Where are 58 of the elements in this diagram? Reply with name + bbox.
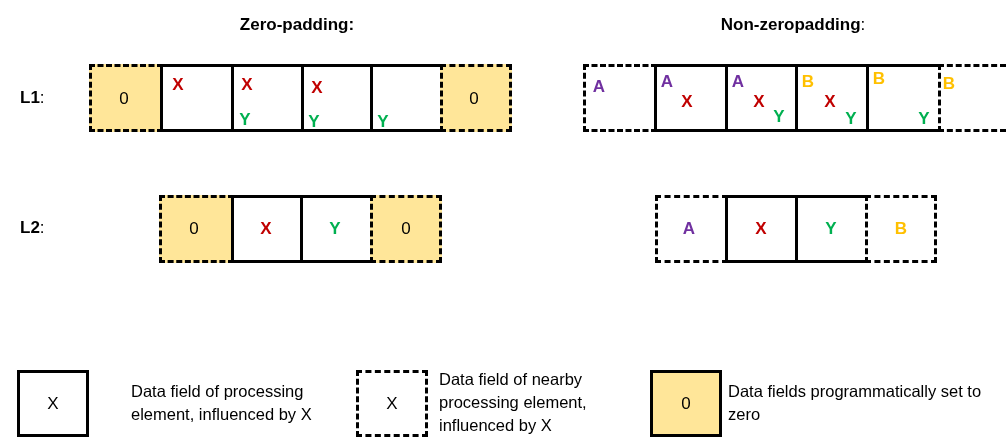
field-letter: B — [872, 69, 886, 87]
data-field — [795, 195, 868, 263]
field-letter: A — [731, 72, 745, 90]
field-letter: 0 — [189, 219, 199, 237]
row-label: L1: — [20, 88, 45, 109]
legend-sample-letter: X — [386, 393, 398, 414]
zero-padding-field — [440, 64, 512, 132]
field-letter: X — [241, 75, 253, 93]
row-label: L2: — [20, 218, 45, 239]
data-field — [231, 195, 303, 263]
data-field — [725, 195, 798, 263]
nearby-data-field — [583, 64, 657, 132]
field-letter: A — [682, 219, 696, 237]
nearby-data-field — [655, 195, 728, 263]
data-field — [795, 64, 869, 132]
field-letter: 0 — [469, 89, 479, 107]
field-letter: Y — [377, 112, 389, 130]
field-letter: Y — [825, 219, 837, 237]
field-letter: A — [592, 77, 606, 95]
column-heading: Zero-padding: — [239, 15, 355, 36]
legend-text: Data field of processing element, influenced by X — [131, 381, 313, 425]
field-letter: X — [260, 219, 272, 237]
field-letter: B — [894, 219, 908, 237]
column-heading: Non-zeropadding: — [720, 15, 866, 36]
field-letter: X — [311, 78, 323, 96]
data-field — [160, 64, 234, 132]
data-field — [300, 195, 373, 263]
zero-padding-field — [89, 64, 163, 132]
data-field — [231, 64, 304, 132]
field-letter: B — [942, 74, 956, 92]
legend-sample-letter: X — [47, 393, 59, 414]
data-field — [370, 64, 443, 132]
field-letter: X — [755, 219, 767, 237]
field-letter: Y — [918, 109, 930, 127]
zero-padding-field — [159, 195, 234, 263]
field-letter: Y — [329, 219, 341, 237]
nearby-data-field — [865, 195, 937, 263]
data-field — [866, 64, 941, 132]
field-letter: X — [681, 92, 693, 110]
legend-text: Data field of nearby processing element, influenced by X — [439, 369, 588, 436]
legend-sample-letter: 0 — [681, 393, 691, 414]
field-letter: Y — [845, 109, 857, 127]
field-letter: Y — [773, 107, 785, 125]
field-letter: Y — [239, 110, 251, 128]
field-letter: 0 — [119, 89, 129, 107]
field-letter: Y — [308, 112, 320, 130]
field-letter: 0 — [401, 219, 411, 237]
field-letter: X — [172, 75, 184, 93]
legend-text: Data fields programmatically set to zero — [728, 381, 983, 425]
nearby-data-field — [938, 64, 1006, 132]
data-field — [654, 64, 728, 132]
data-field — [301, 64, 373, 132]
field-letter: A — [660, 72, 674, 90]
field-letter: X — [753, 92, 765, 110]
field-letter: X — [824, 92, 836, 110]
data-field — [725, 64, 798, 132]
zero-padding-field — [370, 195, 442, 263]
field-letter: B — [801, 72, 815, 90]
